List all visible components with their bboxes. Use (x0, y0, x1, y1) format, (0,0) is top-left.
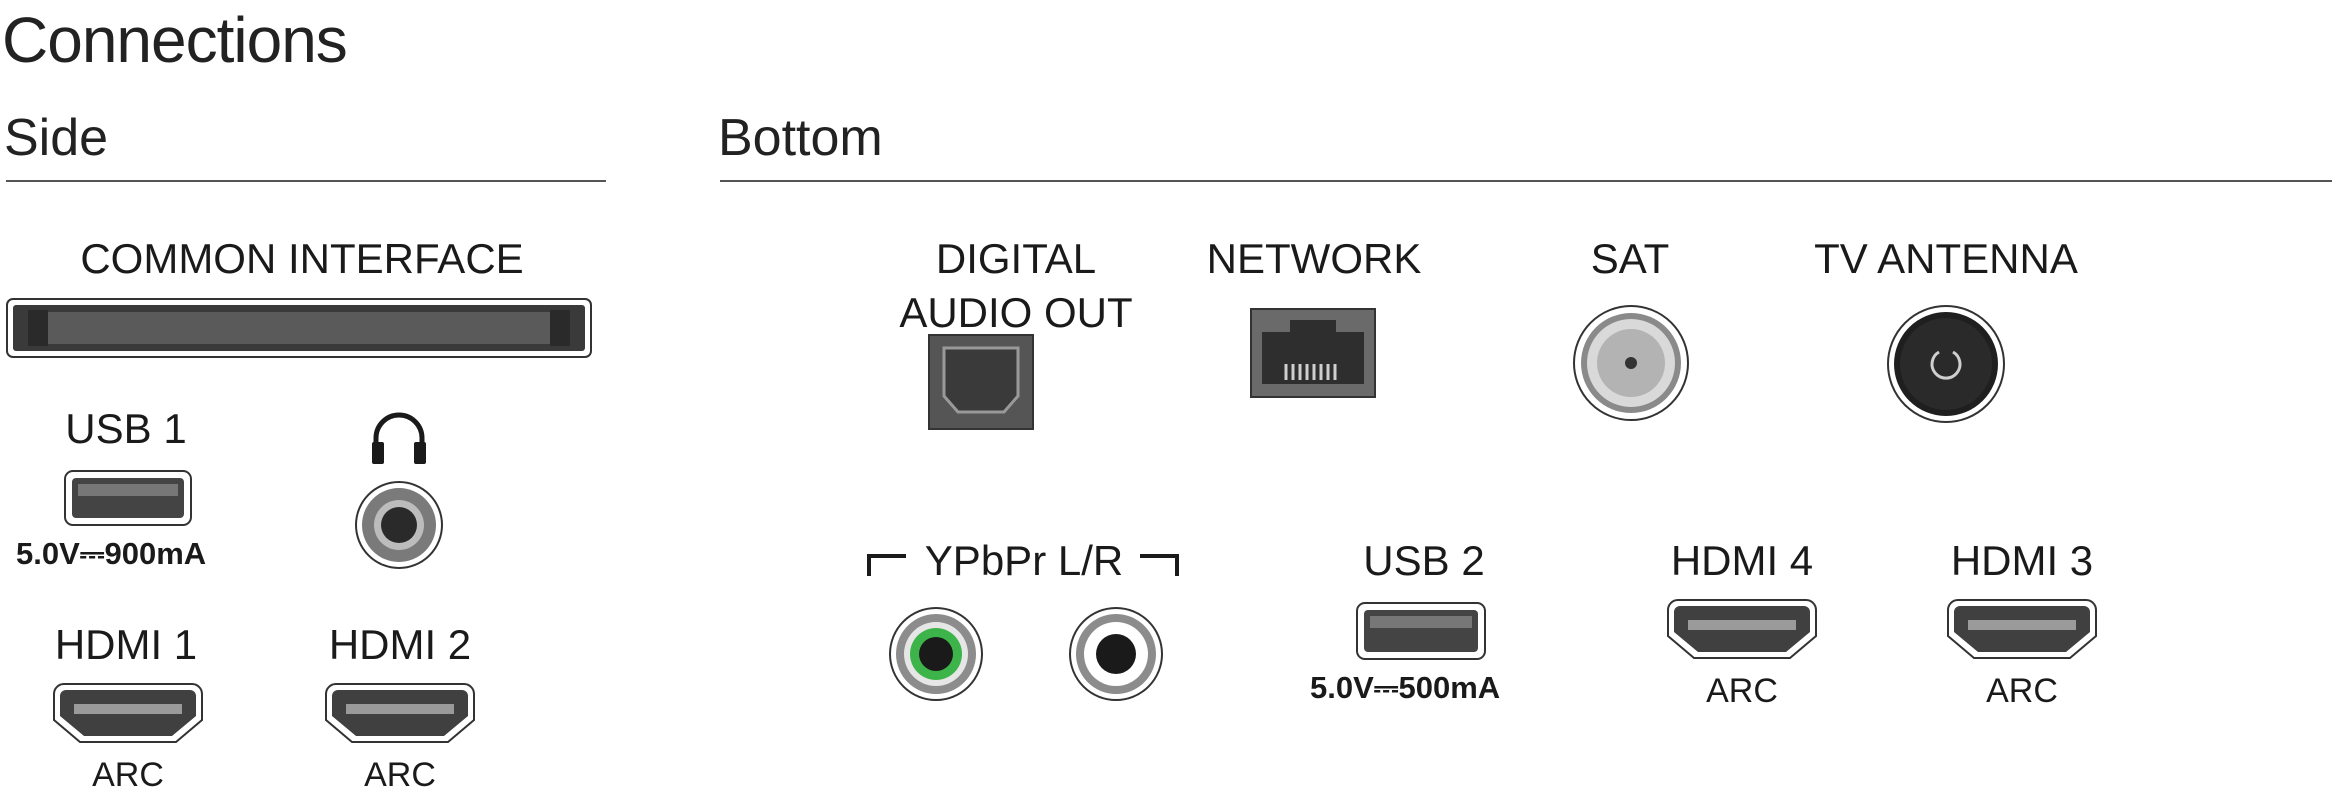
bottom-heading: Bottom (718, 109, 883, 167)
tv-antenna-connector (1887, 305, 2005, 423)
hdmi2-port (325, 683, 475, 743)
headphone-jack (355, 481, 443, 569)
digital-audio-out-label: DIGITAL AUDIO OUT (899, 235, 1133, 336)
side-heading: Side (4, 109, 109, 167)
tv-antenna-label: TV ANTENNA (1814, 235, 2078, 282)
usb1-label: USB 1 (65, 405, 187, 452)
hdmi3-arc: ARC (1986, 672, 2058, 710)
optical-port (928, 334, 1034, 430)
sat-label: SAT (1590, 235, 1670, 282)
hdmi2-label: HDMI 2 (328, 621, 472, 668)
hdmi3-port (1947, 599, 2097, 659)
usb1-spec: 5.0V⎓900mA (16, 536, 207, 571)
common-interface-label: COMMON INTERFACE (80, 235, 524, 282)
network-label: NETWORK (1206, 235, 1422, 282)
bottom-divider (720, 180, 2332, 182)
hdmi1-label: HDMI 1 (54, 621, 198, 668)
hdmi4-label: HDMI 4 (1670, 537, 1814, 584)
ypbpr-y-jack (889, 607, 983, 701)
usb2-label: USB 2 (1363, 537, 1485, 584)
hdmi1-arc: ARC (92, 756, 164, 794)
usb1-port (64, 470, 192, 526)
headphones-icon (372, 412, 426, 464)
audio-lr-jack (1069, 607, 1163, 701)
network-port (1250, 308, 1376, 398)
hdmi2-arc: ARC (364, 756, 436, 794)
hdmi4-port (1667, 599, 1817, 659)
side-divider (6, 180, 606, 182)
page-title: Connections (2, 4, 348, 76)
hdmi1-port (53, 683, 203, 743)
usb2-spec: 5.0V⎓500mA (1310, 670, 1501, 705)
hdmi3-label: HDMI 3 (1950, 537, 2094, 584)
hdmi4-arc: ARC (1706, 672, 1778, 710)
usb2-port (1356, 602, 1486, 660)
ypbpr-bracket (867, 554, 1179, 576)
ypbpr-label: YPbPr L/R (924, 537, 1124, 584)
sat-connector (1573, 305, 1689, 421)
common-interface-slot (6, 298, 592, 358)
